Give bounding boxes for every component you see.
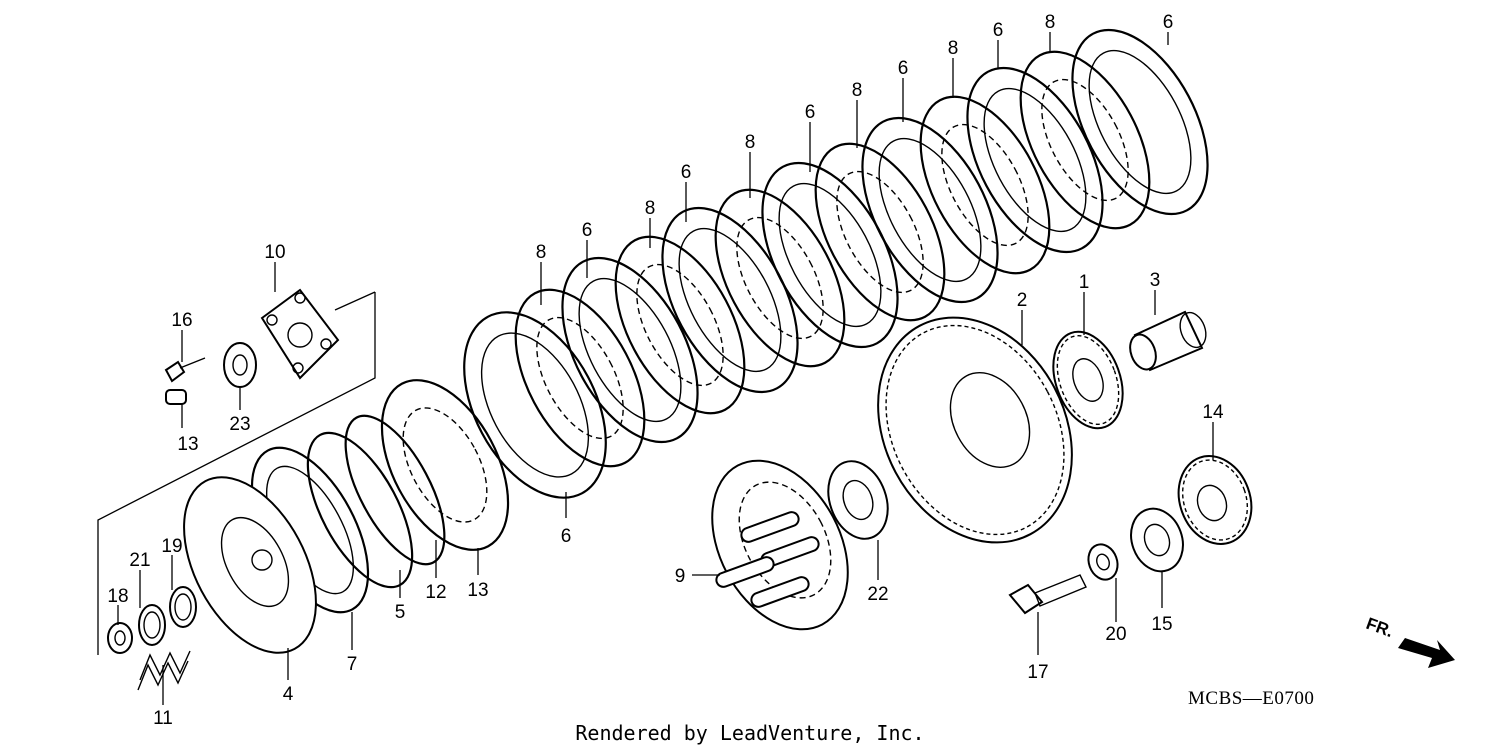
callout: 6 xyxy=(898,58,909,79)
leader-lines xyxy=(117,32,1214,705)
steel-plate xyxy=(380,50,1151,551)
callout-labels: 6 8 6 8 6 8 6 8 6 8 6 8 6 6 8 2 1 3 10 1… xyxy=(107,12,1224,729)
gear-14 xyxy=(1177,455,1253,545)
callout: 6 xyxy=(561,526,572,547)
pin-13 xyxy=(165,389,187,405)
callout: 15 xyxy=(1151,614,1172,635)
bolt-16 xyxy=(164,357,206,383)
callout: 8 xyxy=(948,38,959,59)
friction-disc xyxy=(463,28,1209,499)
callout: 10 xyxy=(264,242,285,263)
callout: 14 xyxy=(1202,402,1224,423)
callout: 1 xyxy=(1079,272,1090,293)
callout: 8 xyxy=(745,132,756,153)
fr-label: FR. xyxy=(1364,614,1396,641)
callout: 12 xyxy=(425,582,446,603)
washer-20 xyxy=(1087,543,1119,581)
washer-22 xyxy=(827,460,889,540)
sprocket-1 xyxy=(1052,330,1124,430)
lock-washer-15 xyxy=(1130,507,1184,573)
callout: 6 xyxy=(805,102,816,123)
callout: 9 xyxy=(675,566,686,587)
arrow-right-icon xyxy=(1398,638,1455,668)
callout: 23 xyxy=(229,414,250,435)
callout: 13 xyxy=(177,434,198,455)
callout: 18 xyxy=(107,586,128,607)
lifter-plate xyxy=(260,288,340,380)
callout: 6 xyxy=(993,20,1004,41)
plate-stack xyxy=(380,28,1209,551)
collar-3 xyxy=(1129,310,1207,372)
callout: 13 xyxy=(467,580,488,601)
callout: 8 xyxy=(852,80,863,101)
front-direction-indicator: FR. xyxy=(1364,614,1455,668)
callout: 5 xyxy=(395,602,406,623)
callout: 21 xyxy=(129,550,150,571)
callout: 22 xyxy=(867,584,888,605)
clutch-outer xyxy=(877,316,1073,544)
callout: 4 xyxy=(283,684,294,705)
render-credit: Rendered by LeadVenture, Inc. xyxy=(575,721,924,745)
bolt-17 xyxy=(1008,574,1087,615)
callout: 16 xyxy=(171,310,192,331)
pressure-plate-9 xyxy=(711,459,849,631)
callout: 11 xyxy=(153,708,173,729)
callout: 8 xyxy=(536,242,547,263)
callout: 8 xyxy=(645,198,656,219)
callout: 17 xyxy=(1027,662,1048,683)
left-assembly xyxy=(183,414,446,654)
bracket xyxy=(97,291,376,655)
bearing xyxy=(223,342,257,388)
callout: 20 xyxy=(1105,624,1126,645)
callout: 6 xyxy=(1163,12,1174,33)
callout: 3 xyxy=(1150,270,1161,291)
callout: 19 xyxy=(161,536,182,557)
callout: 6 xyxy=(681,162,692,183)
callout: 2 xyxy=(1017,290,1028,311)
callout: 6 xyxy=(582,220,593,241)
callout: 8 xyxy=(1045,12,1056,33)
callout: 7 xyxy=(347,654,358,675)
diagram-code: MCBS—E0700 xyxy=(1188,688,1314,709)
